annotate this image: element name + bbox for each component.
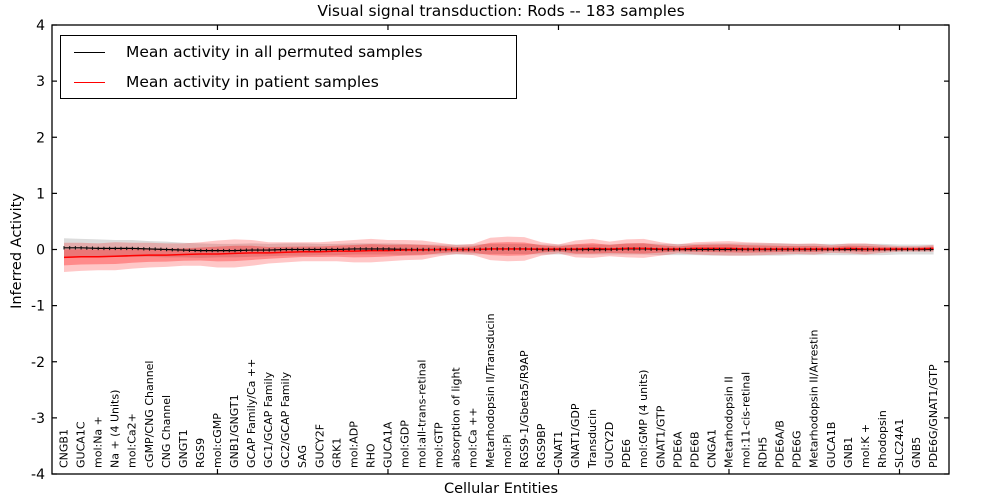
chart-title: Visual signal transduction: Rods -- 183 …	[317, 2, 685, 20]
x-tick-label: mol:Ca2+	[126, 413, 139, 468]
x-tick-label: PDE6G	[791, 430, 804, 468]
x-tick-label: PDE6A/B	[774, 420, 787, 468]
y-tick-label: -3	[31, 411, 45, 427]
x-tick-label: mol:GTP	[433, 422, 446, 468]
x-tick-label: mol:all-trans-retinal	[416, 360, 429, 468]
x-tick-label: RGS9BP	[535, 423, 548, 468]
x-tick-label: mol:Ca ++	[467, 407, 480, 468]
y-tick-label: -1	[31, 299, 45, 315]
x-tick-label: GNB1	[842, 437, 855, 468]
x-tick-label: GCAP Family/Ca ++	[245, 359, 258, 468]
y-tick-label: 4	[36, 18, 45, 34]
x-tick-label: mol:K +	[859, 424, 872, 468]
x-tick-label: GNAT1/GTP	[654, 405, 667, 468]
patient-mean-line	[63, 247, 934, 259]
x-tick-label: PDE6	[620, 439, 633, 468]
x-tick-label: mol:Pi	[501, 434, 514, 468]
x-tick-label: GRK1	[330, 438, 343, 468]
x-tick-label: RHO	[364, 443, 377, 468]
y-tick-label: 0	[36, 243, 45, 259]
patient-line-swatch	[74, 81, 105, 83]
x-tick-label: GC1/GCAP Family	[262, 371, 275, 468]
y-tick-label: -2	[31, 355, 45, 371]
legend-row-patient: Mean activity in patient samples	[61, 68, 516, 96]
x-tick-label: Na + (4 Units)	[109, 390, 122, 468]
x-tick-label: CNGB1	[58, 429, 71, 468]
y-tick-label: 2	[36, 130, 45, 146]
x-tick-label: RDH5	[757, 437, 770, 468]
x-tick-label: RGS9	[194, 438, 207, 468]
x-tick-label: Rhodopsin	[876, 410, 889, 468]
x-tick-label: GUCY2F	[313, 424, 326, 468]
x-tick-label: Metarhodopsin II/Arrestin	[808, 330, 821, 468]
legend-label-patient: Mean activity in patient samples	[126, 73, 379, 91]
permuted-line-swatch	[74, 51, 105, 53]
x-tick-label: mol:GMP (4 units)	[637, 370, 650, 468]
y-tick-label: 3	[36, 74, 45, 90]
x-tick-label: CNG Channel	[160, 395, 173, 468]
x-tick-label: absorption of light	[450, 367, 463, 468]
x-tick-label: Metarhodopsin II	[722, 376, 735, 468]
permuted-line-markers	[63, 246, 931, 253]
x-tick-label: mol:cGMP	[211, 413, 224, 468]
x-tick-label: mol:GDP	[399, 420, 412, 468]
x-tick-label: GNB5	[910, 437, 923, 468]
x-tick-label: GUCA1C	[75, 421, 88, 468]
x-tick-label: cGMP/CNG Channel	[143, 361, 156, 469]
x-tick-label: PDE6B	[688, 431, 701, 468]
x-tick-label: GUCA1B	[825, 422, 838, 468]
x-tick-label: GNB1/GNGT1	[228, 394, 241, 468]
x-tick-label: PDE6A	[671, 431, 684, 468]
x-tick-label: mol:11-cis-retinal	[740, 372, 753, 468]
x-tick-label: Transducin	[586, 409, 599, 469]
x-tick-label: mol:Na +	[92, 416, 105, 468]
y-tick-label: 1	[36, 186, 45, 202]
x-tick-label: SAG	[296, 445, 309, 468]
legend-row-permuted: Mean activity in all permuted samples	[61, 38, 516, 66]
patient-std-band-outer	[64, 236, 934, 272]
legend: Mean activity in all permuted samples Me…	[60, 35, 517, 99]
x-axis-label: Cellular Entities	[443, 481, 559, 497]
y-tick-label: -4	[31, 467, 45, 483]
x-tick-label: SLC24A1	[893, 419, 906, 468]
x-tick-label: GNAT1/GDP	[569, 403, 582, 468]
legend-label-permuted: Mean activity in all permuted samples	[126, 43, 423, 61]
x-tick-label: GC2/GCAP Family	[279, 371, 292, 468]
x-tick-label: CNGA1	[705, 429, 718, 468]
x-tick-label: RGS9-1/Gbeta5/R9AP	[518, 350, 531, 468]
x-tick-label: mol:ADP	[347, 421, 360, 468]
x-tick-label: GUCY2D	[603, 422, 616, 468]
x-tick-label: GNAT1	[552, 431, 565, 468]
x-tick-label: GNGT1	[177, 429, 190, 468]
x-tick-label: GUCA1A	[381, 421, 394, 468]
x-tick-label: Metarhodopsin II/Transducin	[484, 313, 497, 468]
x-tick-label: PDE6G/GNAT1/GTP	[927, 364, 940, 468]
